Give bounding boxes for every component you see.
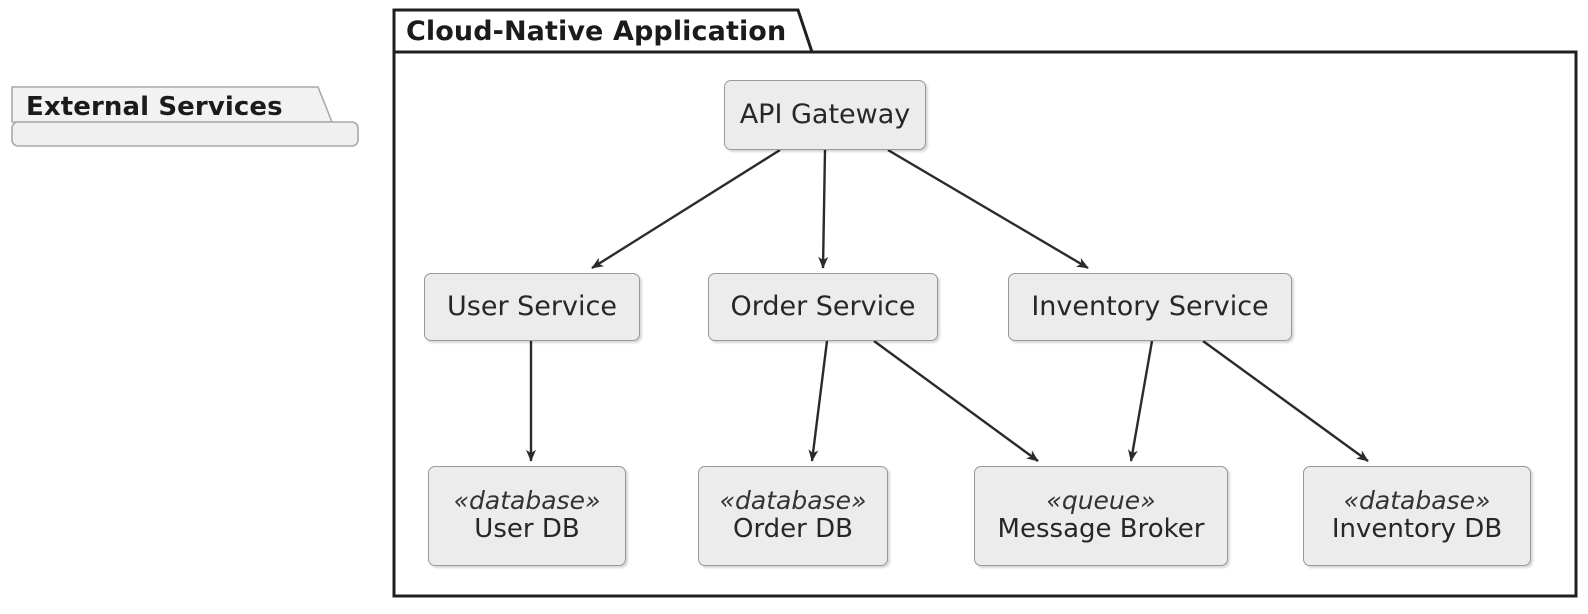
node-label: Order Service — [730, 290, 916, 322]
node-label: Order DB — [732, 513, 853, 544]
node-user-db[interactable]: «database»User DB — [428, 466, 626, 566]
package-title-cloud-native-application: Cloud-Native Application — [406, 16, 787, 47]
node-label: User Service — [447, 290, 617, 322]
node-inventory-service[interactable]: Inventory Service — [1008, 273, 1292, 341]
node-stereotype: «queue» — [1046, 486, 1156, 516]
node-order-service[interactable]: Order Service — [708, 273, 938, 341]
node-stereotype: «database» — [1343, 486, 1491, 516]
node-inventory-db[interactable]: «database»Inventory DB — [1303, 466, 1531, 566]
node-label: Message Broker — [997, 513, 1205, 544]
package-title-external-services: External Services — [26, 92, 283, 122]
node-stereotype: «database» — [453, 486, 601, 516]
node-user-service[interactable]: User Service — [424, 273, 640, 341]
node-label: Inventory DB — [1331, 513, 1503, 544]
node-label: User DB — [474, 513, 580, 544]
node-label: Inventory Service — [1031, 290, 1269, 322]
node-message-broker[interactable]: «queue»Message Broker — [974, 466, 1228, 566]
node-stereotype: «database» — [719, 486, 867, 516]
package-external-services[interactable]: External Services — [8, 78, 362, 150]
node-api-gateway[interactable]: API Gateway — [724, 80, 926, 150]
node-order-db[interactable]: «database»Order DB — [698, 466, 888, 566]
node-label: API Gateway — [739, 98, 911, 130]
package-outline-external-services — [11, 86, 359, 147]
